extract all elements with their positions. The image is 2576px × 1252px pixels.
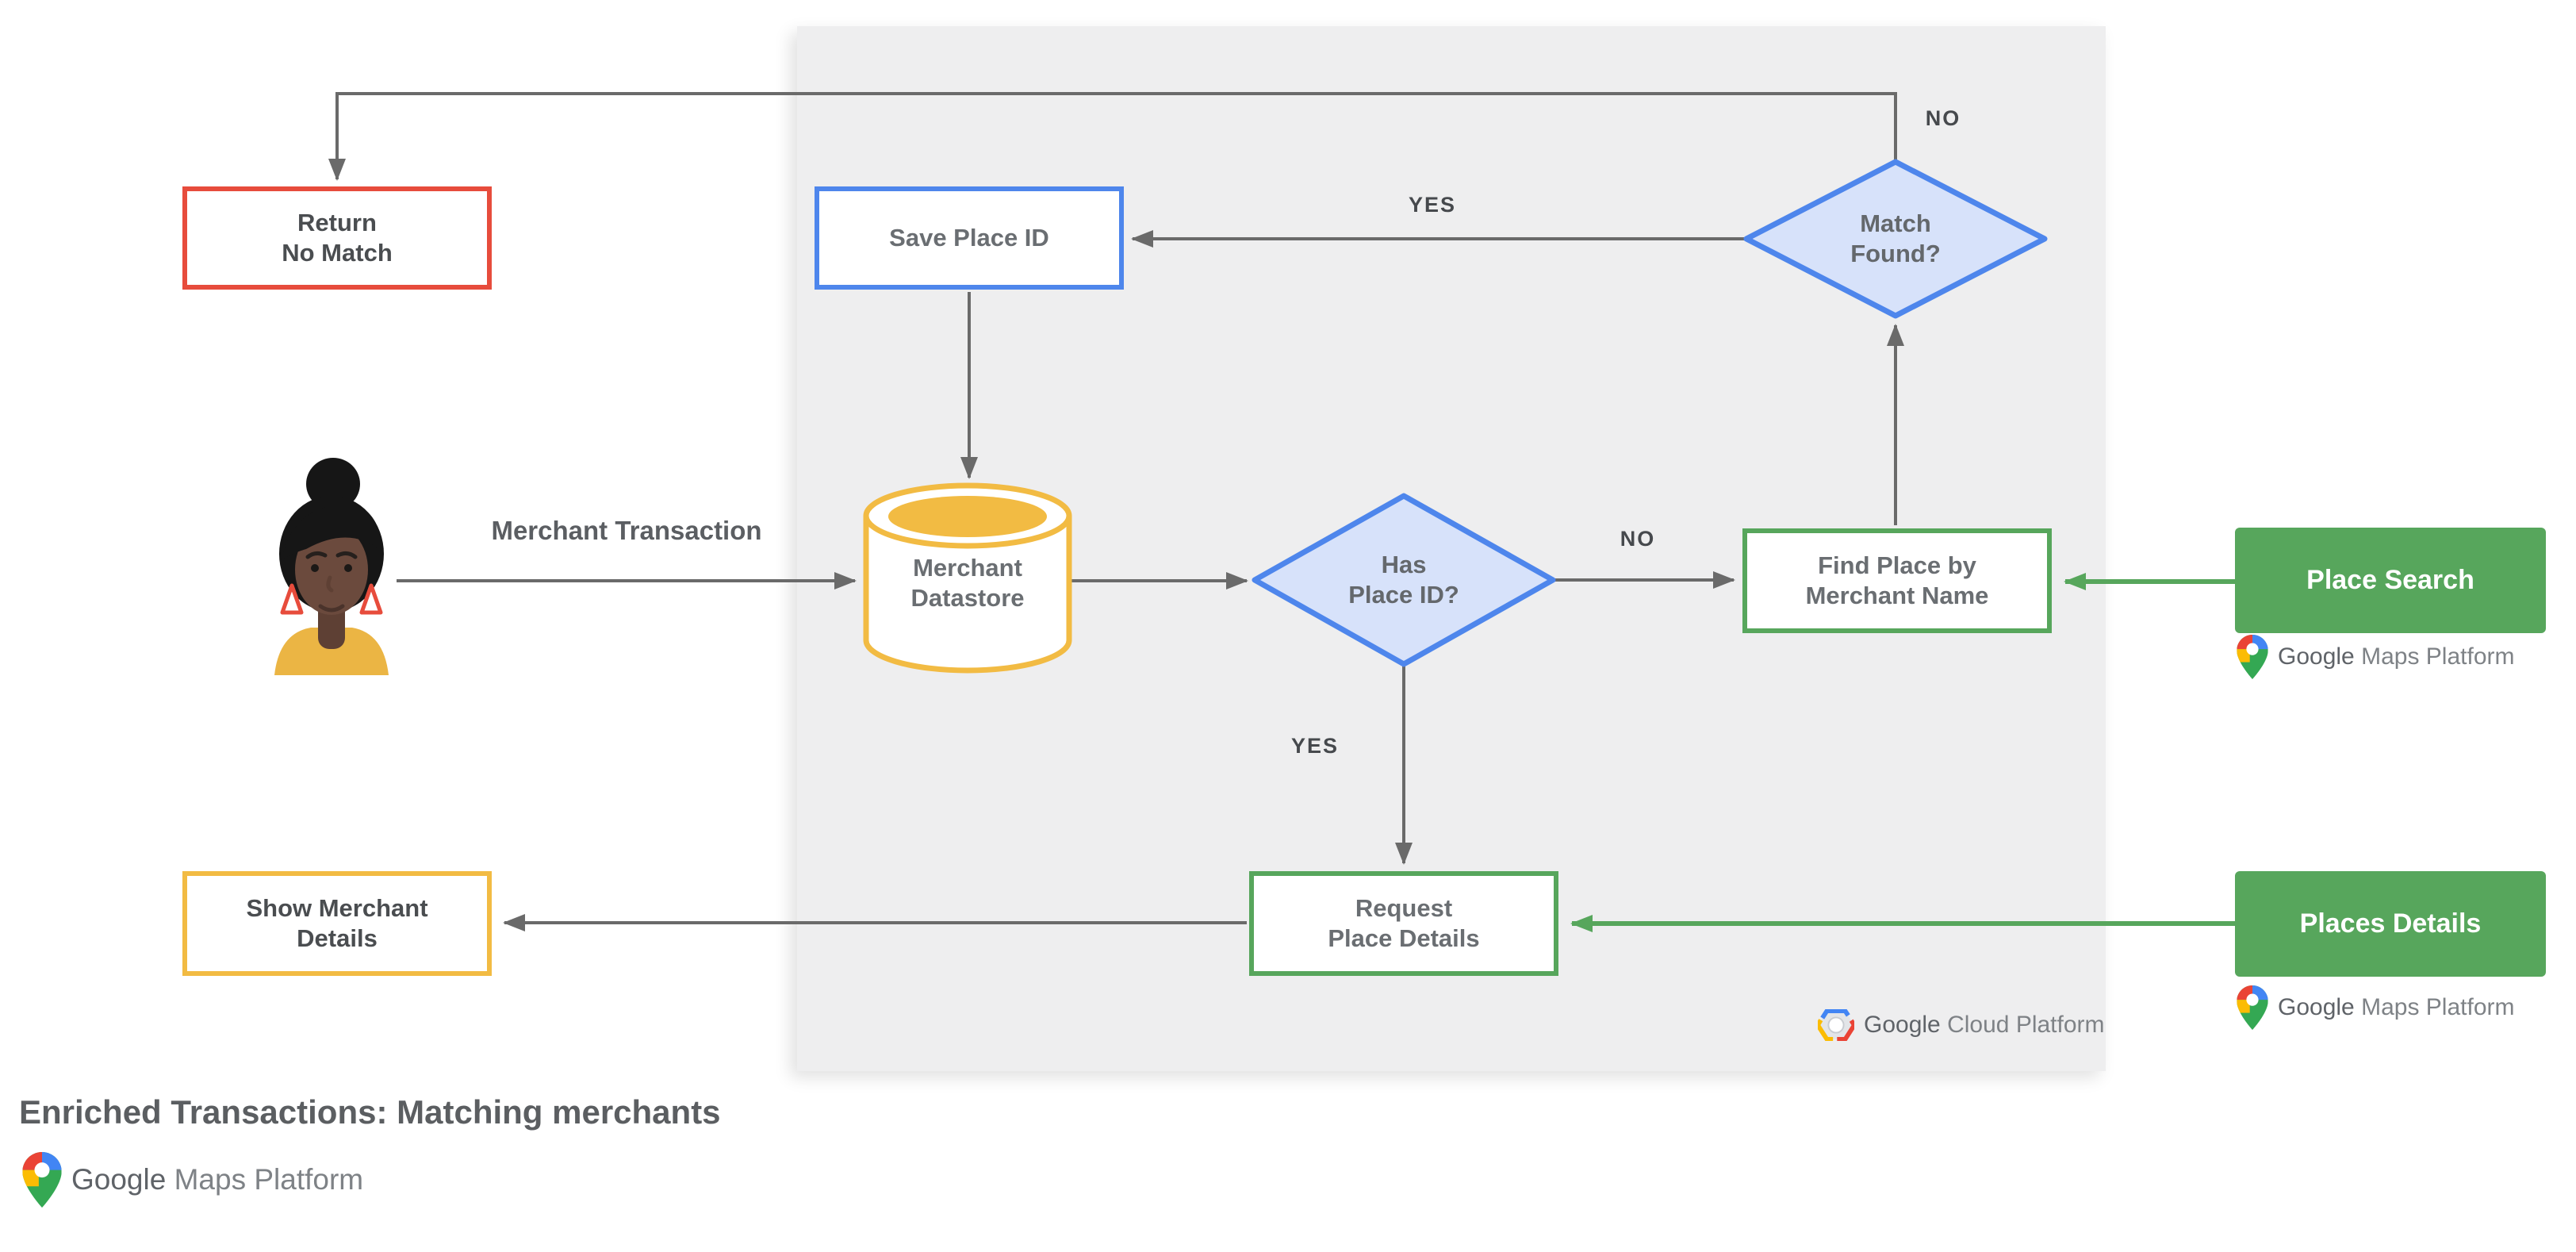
node-label-line: Merchant Name (1805, 582, 1989, 609)
logo-rest: Maps Platform (174, 1163, 364, 1196)
edge-label-yes-mid: YES (1290, 734, 1340, 758)
node-label-line: Find Place by (1818, 551, 1976, 580)
node-has-place-id-label: Has Place ID? (1324, 538, 1483, 622)
node-label-line: Merchant (913, 554, 1022, 582)
node-label-line: Places Details (2299, 908, 2482, 939)
node-label-line: Show Merchant (246, 894, 428, 923)
maps-pin-icon (2237, 635, 2268, 679)
gmp-logo-places-details: Google Maps Platform (2237, 985, 2514, 1030)
logo-brand: Google (71, 1163, 167, 1196)
node-label-line: Request (1355, 894, 1453, 923)
node-label-line: Found? (1850, 240, 1941, 267)
node-show-merchant-details: Show Merchant Details (182, 871, 492, 976)
edge-label-no-mid: NO (1620, 527, 1656, 551)
node-label-line: Place Details (1328, 924, 1480, 952)
edge-label-yes-top: YES (1408, 193, 1457, 217)
node-label-line: Return (297, 209, 377, 237)
logo-brand: Google (1864, 1012, 1941, 1038)
logo-rest: Cloud Platform (1947, 1012, 2105, 1038)
node-return-no-match: Return No Match (182, 186, 492, 290)
gmp-logo-place-search: Google Maps Platform (2237, 635, 2514, 679)
logo-brand: Google (2278, 994, 2355, 1020)
gmp-logo-text: Google Maps Platform (71, 1163, 363, 1196)
cloud-hexagon-icon (1818, 1009, 1854, 1041)
node-label-line: Datastore (910, 584, 1025, 612)
gmp-logo-footer: Google Maps Platform (22, 1152, 363, 1208)
node-place-search-api: Place Search (2235, 528, 2546, 633)
logo-rest: Maps Platform (2361, 643, 2515, 670)
gcp-logo-text: Google Cloud Platform (1864, 1012, 2105, 1039)
node-label-line: No Match (282, 239, 393, 267)
node-label-line: Has (1381, 551, 1427, 579)
node-label-line: Save Place ID (889, 224, 1049, 252)
node-merchant-datastore-label: Merchant Datastore (868, 541, 1067, 625)
logo-rest: Maps Platform (2361, 994, 2515, 1020)
node-request-place-details: Request Place Details (1249, 871, 1558, 976)
node-label-line: Match (1860, 209, 1931, 238)
maps-pin-icon (22, 1152, 62, 1208)
edge-label-no-top: NO (1925, 106, 1961, 130)
maps-pin-icon (2237, 985, 2268, 1030)
gmp-logo-text: Google Maps Platform (2278, 994, 2514, 1021)
logo-brand: Google (2278, 643, 2355, 670)
gmp-logo-text: Google Maps Platform (2278, 643, 2514, 670)
edge-label-merchant-transaction: Merchant Transaction (491, 516, 762, 545)
node-label-line: Details (297, 924, 378, 952)
node-label-line: Place ID? (1348, 581, 1459, 609)
node-match-found-label: Match Found? (1816, 197, 1975, 281)
person-avatar (274, 458, 389, 675)
gcp-logo: Google Cloud Platform (1818, 1009, 2105, 1041)
node-label-line: Place Search (2306, 564, 2474, 595)
node-save-place-id: Save Place ID (815, 186, 1124, 290)
node-find-place-by-merchant-name: Find Place by Merchant Name (1742, 528, 2052, 633)
node-places-details-api: Places Details (2235, 871, 2546, 977)
diagram-title: Enriched Transactions: Matching merchant… (19, 1093, 721, 1131)
